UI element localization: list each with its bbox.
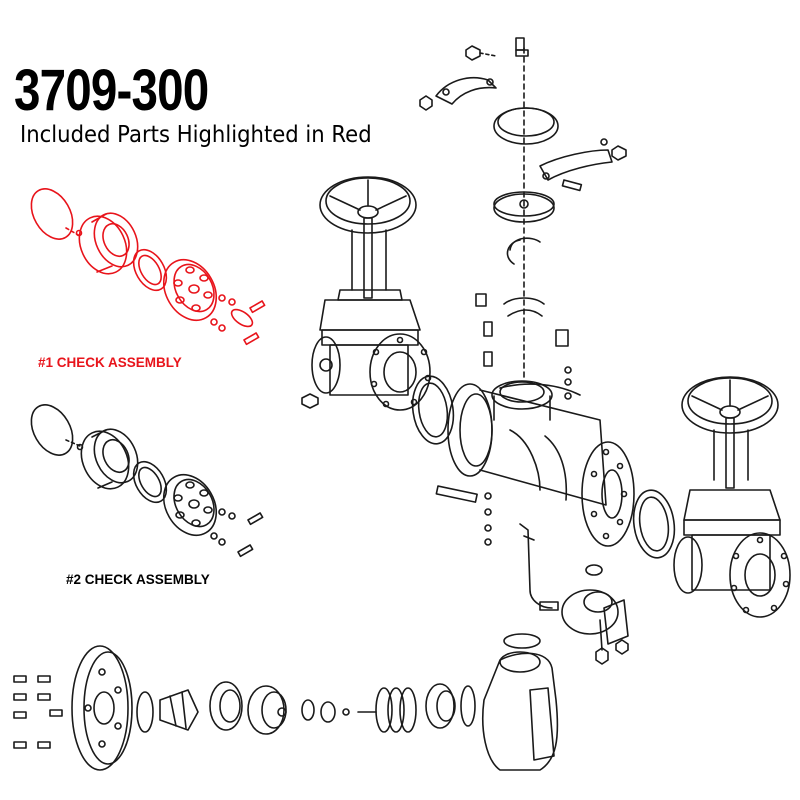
check1-assembly-label: #1 CHECK ASSEMBLY [38,355,182,370]
subtitle: Included Parts Highlighted in Red [20,122,372,148]
check1-disc [162,259,218,321]
check2-disc [162,474,218,536]
left-gate-valve [301,176,432,411]
check1-assembly [30,188,266,346]
bottom-parts-row [13,633,559,771]
left-gasket [411,375,455,445]
relief-valve-assembly [484,492,629,665]
check2-hardware [210,508,264,558]
check1-seat-ring [132,248,168,292]
top-clamp-assembly [419,37,627,400]
check2-seat [76,428,139,490]
main-body [435,380,635,547]
check2-seat-ring [132,460,168,504]
check1-seat [75,212,139,275]
check2-assembly-label: #2 CHECK ASSEMBLY [66,572,210,587]
check1-hardware [210,294,266,346]
right-gasket [632,489,676,559]
check2-o-ring [30,404,74,456]
check1-o-ring [30,188,74,240]
part-number-title: 3709-300 [14,58,209,123]
right-gate-valve [673,376,791,618]
check2-assembly [30,404,264,558]
